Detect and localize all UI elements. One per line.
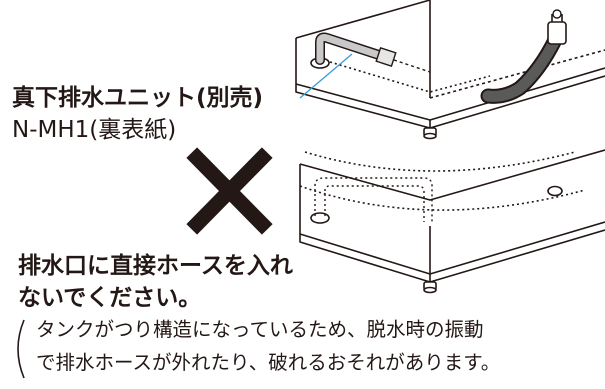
label-leader-line [299,53,353,99]
note-line-1: タンクがつり構造になっているため、脱水時の振動 [36,318,484,341]
warning-line-1: 排水口に直接ホースを入れ [18,253,293,279]
accessory-model-reference: N-MH1(裏表紙) [12,119,176,142]
accessory-reference: (裏表紙) [89,117,177,143]
bottom-washer-illustration [299,149,605,294]
note-bracket-icon [17,319,25,379]
accessory-model: N-MH1 [12,117,90,143]
drain-unit-pipe [315,32,431,73]
warning-line-2: ないでください。 [18,285,202,311]
prohibited-cross-icon [186,147,273,235]
note-line-2: で排水ホースが外れたり、破れるおそれがあります。 [36,351,501,374]
drain-hose [480,9,567,104]
accessory-name: 真下排水ユニット(別売) [12,85,264,111]
top-washer-illustration [295,0,605,140]
